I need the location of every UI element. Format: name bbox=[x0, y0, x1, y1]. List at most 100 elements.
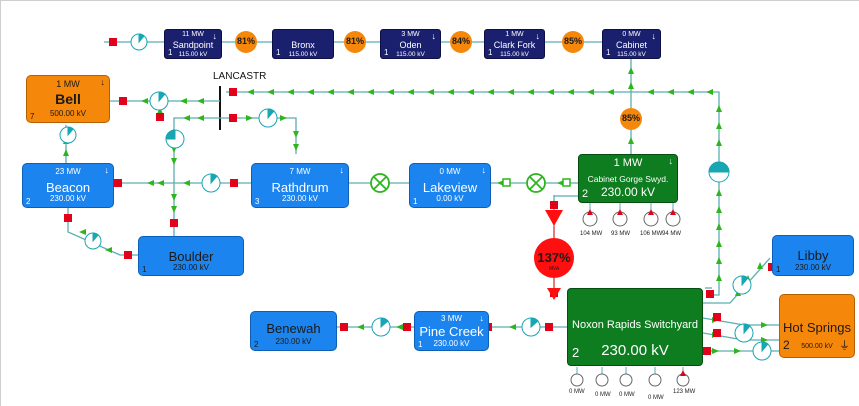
ground-icon: ⏚ bbox=[839, 340, 850, 352]
bus-number: 2 bbox=[26, 197, 31, 206]
bus-oden[interactable]: 3 MW Oden 115.00 kV 1 ↓ bbox=[380, 29, 441, 59]
gen-mw-label: 0 MW bbox=[619, 392, 635, 398]
overload-label: 137% bbox=[537, 250, 571, 265]
noxon-libby-line bbox=[703, 257, 771, 304]
bus-clark-fork[interactable]: 1 MW Clark Fork 115.00 kV 1 ↓ bbox=[484, 29, 545, 59]
bus-kv: 500.00 kV bbox=[801, 343, 833, 350]
bus-boulder[interactable]: Boulder 230.00 kV 1 bbox=[138, 236, 244, 276]
gen-mw-label: 0 MW bbox=[648, 395, 664, 401]
bus-hot-springs[interactable]: Hot Springs 500.00 kV 2 ⏚ bbox=[779, 294, 855, 358]
bus-number: 1 bbox=[142, 265, 147, 274]
down-arrow-icon: ↓ bbox=[651, 31, 657, 41]
gen-mw-label: 0 MW bbox=[569, 389, 585, 395]
bus-name: Cabinet bbox=[615, 40, 648, 50]
bus-kv: 115.00 kV bbox=[288, 51, 318, 58]
bus-name: Beacon bbox=[45, 180, 91, 195]
bus-number: 1 bbox=[776, 265, 781, 274]
bus-kv: 230.00 kV bbox=[49, 194, 87, 203]
bus-mw: 1 MW bbox=[505, 31, 524, 38]
bus-beacon[interactable]: 23 MW Beacon 230.00 kV 2 ↓ bbox=[22, 163, 114, 208]
bus-noxon-rapids[interactable]: Noxon Rapids Switchyard 230.00 kV 2 bbox=[567, 288, 703, 366]
bus-mw: 11 MW bbox=[182, 31, 204, 38]
gen-arrow bbox=[680, 370, 686, 376]
bus-mw: 0 MW bbox=[622, 31, 641, 38]
breakers bbox=[64, 38, 776, 355]
loading-label: 81% bbox=[236, 36, 255, 46]
bus-kv: 0.00 kV bbox=[436, 194, 464, 203]
bus-mw: 1 MW bbox=[56, 79, 80, 89]
bus-bell[interactable]: 1 MW Bell 500.00 kV 7 ↓ bbox=[26, 75, 110, 123]
bus-name: Bronx bbox=[291, 40, 315, 50]
beacon-boulder-line bbox=[67, 208, 138, 256]
down-arrow-icon: ↓ bbox=[339, 165, 345, 175]
loading-gauges[interactable] bbox=[235, 31, 642, 130]
bus-number: 1 bbox=[413, 197, 418, 206]
bus-kv: 115.00 kV bbox=[617, 51, 646, 58]
down-arrow-icon: ↓ bbox=[100, 77, 106, 87]
bus-sandpoint[interactable]: 11 MW Sandpoint 115.00 kV 1 ↓ bbox=[164, 29, 222, 59]
bus-kv: 115.00 kV bbox=[396, 51, 425, 58]
bus-benewah[interactable]: Benewah 230.00 kV 2 bbox=[250, 311, 337, 351]
flow-gauges[interactable] bbox=[59, 33, 772, 361]
bus-name: Hot Springs bbox=[783, 320, 851, 335]
gen-mw-label: 0 MW bbox=[595, 392, 611, 398]
bus-number: 1 bbox=[168, 48, 173, 57]
bus-mw: 0 MW bbox=[439, 167, 461, 176]
bus-kv: 500.00 kV bbox=[49, 109, 87, 118]
bus-number: 2 bbox=[582, 188, 589, 200]
bus-pine-creek[interactable]: 3 MW Pine Creek 230.00 kV 1 ↓ bbox=[414, 311, 489, 351]
overload-gauge[interactable] bbox=[534, 210, 574, 300]
loading-label: 84% bbox=[451, 36, 470, 46]
bus-number: 1 bbox=[418, 340, 423, 349]
loading-label: 81% bbox=[345, 36, 364, 46]
bus-name: Rathdrum bbox=[271, 180, 329, 195]
gen-mw-label: 94 MW bbox=[662, 231, 682, 237]
bus-libby[interactable]: Libby 230.00 kV 1 bbox=[772, 235, 854, 276]
bus-number: 2 bbox=[783, 338, 790, 352]
gen-mw-label: 104 MW bbox=[580, 231, 603, 237]
noxon-generator-stubs bbox=[576, 367, 684, 374]
bus-name: Cabinet Gorge Swyd. bbox=[587, 174, 669, 184]
down-arrow-icon: ↓ bbox=[479, 313, 485, 323]
bus-number: 2 bbox=[572, 345, 580, 360]
lancastr-label: LANCASTR bbox=[213, 71, 267, 82]
down-arrow-icon: ↓ bbox=[668, 156, 674, 166]
bus-lakeview[interactable]: 0 MW Lakeview 0.00 kV 1 ↓ bbox=[409, 163, 491, 208]
bus-rathdrum[interactable]: 7 MW Rathdrum 230.00 kV 3 ↓ bbox=[251, 163, 349, 208]
down-arrow-icon: ↓ bbox=[535, 31, 541, 41]
bus-name: Pine Creek bbox=[419, 324, 484, 339]
bus-kv: 230.00 kV bbox=[281, 194, 319, 203]
loading-label: 85% bbox=[563, 36, 582, 46]
bus-name: Boulder bbox=[168, 249, 214, 264]
bus-name: Bell bbox=[55, 91, 81, 107]
bus-mw: 3 MW bbox=[401, 31, 420, 38]
bus-kv: 115.00 kV bbox=[178, 51, 208, 58]
bus-number: 1 bbox=[384, 48, 389, 57]
bus-cabinet[interactable]: 0 MW Cabinet 115.00 kV 1 ↓ bbox=[602, 29, 661, 59]
bus-name: Oden bbox=[399, 40, 422, 50]
bus-name: Clark Fork bbox=[493, 40, 536, 50]
bus-number: 1 bbox=[606, 48, 611, 57]
gen-mw-label: 106 MW bbox=[640, 231, 663, 237]
gorge-generators[interactable] bbox=[582, 211, 681, 227]
bus-kv: 230.00 kV bbox=[601, 342, 669, 359]
closed-markers bbox=[502, 178, 571, 187]
down-arrow-icon: ↓ bbox=[104, 165, 110, 175]
bus-kv: 230.00 kV bbox=[600, 185, 656, 199]
bus-kv: 230.00 kV bbox=[794, 263, 832, 272]
bus-number: 1 bbox=[488, 48, 493, 57]
bus-mw: 23 MW bbox=[55, 167, 81, 176]
switch-x-1[interactable] bbox=[370, 173, 390, 193]
switch-x-2[interactable] bbox=[526, 173, 546, 193]
bus-bronx[interactable]: Bronx 115.00 kV 1 bbox=[272, 29, 334, 59]
gen-mw-label: 93 MW bbox=[611, 231, 631, 237]
bus-kv: 230.00 kV bbox=[275, 337, 312, 346]
bus-cabinet-gorge[interactable]: 1 MW Cabinet Gorge Swyd. 230.00 kV 2 ↓ bbox=[578, 154, 678, 203]
bus-kv: 230.00 kV bbox=[433, 339, 470, 348]
bus-name: Libby bbox=[797, 248, 829, 263]
gen-mw-label: 123 MW bbox=[673, 389, 696, 395]
loading-label: 85% bbox=[621, 113, 640, 123]
noxon-generators[interactable] bbox=[570, 373, 690, 387]
bus-mw: 3 MW bbox=[441, 314, 462, 323]
